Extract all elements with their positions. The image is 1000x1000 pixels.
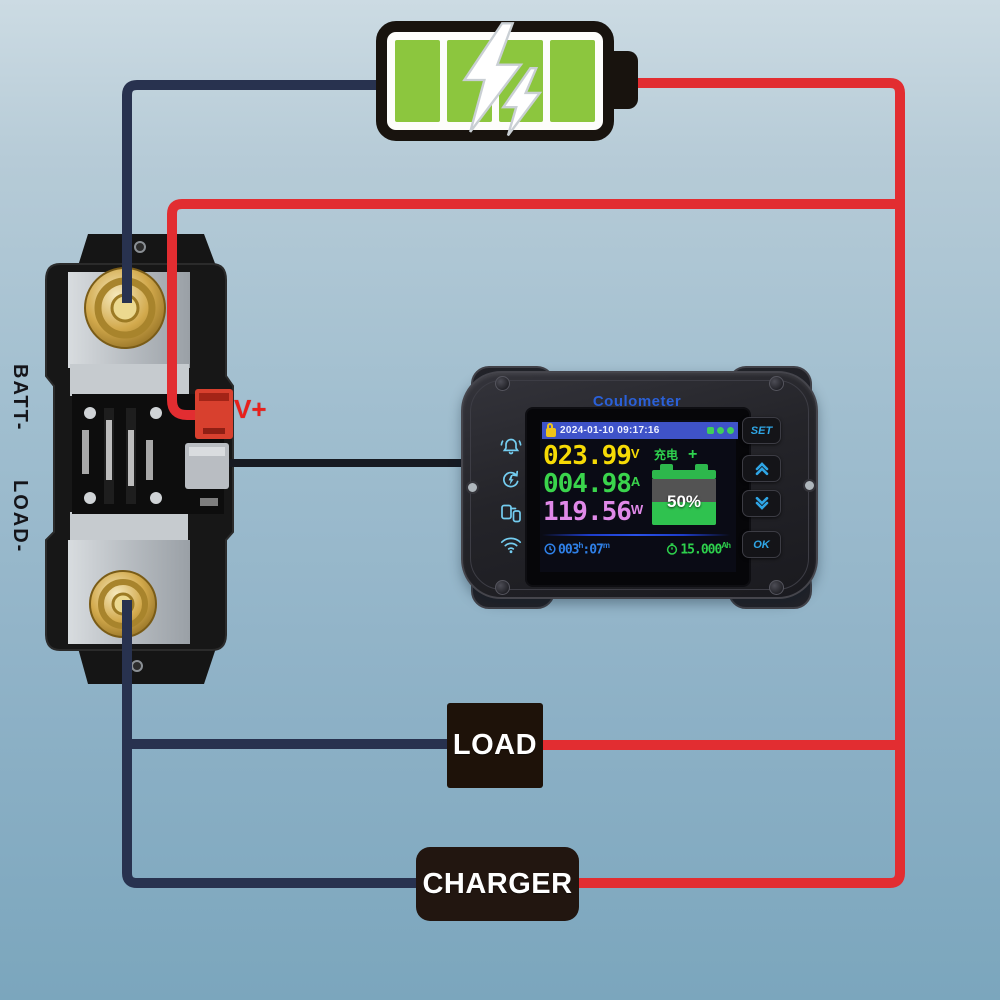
voltage-reading: 023.99V <box>543 441 640 469</box>
power-unit: W <box>630 502 644 517</box>
lock-icon <box>546 422 556 437</box>
voltage-value: 023.99 <box>543 441 632 471</box>
charge-plus-sign: + <box>688 446 698 463</box>
runtime-readout: 003h:07m <box>544 541 610 557</box>
current-reading: 004.98A <box>543 469 640 497</box>
lcd-panel: 2024-01-10 09:17:16 023.99V 004.98A 119.… <box>540 420 738 572</box>
battery-segment <box>395 40 440 122</box>
screw-icon <box>495 580 510 595</box>
down-icon <box>755 496 768 510</box>
status-icon <box>727 427 734 434</box>
current-unit: A <box>630 474 641 489</box>
battery-terminal-nub <box>610 51 638 109</box>
v-plus-label: V+ <box>234 394 267 424</box>
mount-hole-top <box>134 241 146 253</box>
battery-segment <box>550 40 595 122</box>
soc-fill <box>652 502 716 525</box>
charging-battery-icon <box>376 21 638 141</box>
lcd-screen: 2024-01-10 09:17:16 023.99V 004.98A 119.… <box>525 407 751 587</box>
charge-state: 充电 + <box>654 446 697 464</box>
clock-icon <box>544 543 556 555</box>
status-icon <box>707 427 714 434</box>
double-lightning-icon <box>462 22 543 137</box>
positive-sense-wire-vplus <box>167 199 900 420</box>
wifi-icon <box>500 537 522 554</box>
charge-cycle-icon <box>503 470 519 488</box>
load-minus-label: LOAD- <box>9 480 31 554</box>
device-link-icon <box>501 504 521 523</box>
load-label: LOAD <box>452 729 538 761</box>
status-icon <box>717 427 724 434</box>
set-button[interactable]: SET <box>742 417 781 444</box>
ok-button[interactable]: OK <box>742 531 781 558</box>
lcd-header-bar: 2024-01-10 09:17:16 <box>542 422 738 439</box>
mount-hole-bottom <box>131 660 143 672</box>
power-reading: 119.56W <box>543 497 643 525</box>
capacity-readout: 15.000Ah <box>666 541 731 557</box>
charger-label: CHARGER <box>422 867 573 900</box>
lcd-divider <box>542 534 730 536</box>
side-hole <box>803 479 816 492</box>
charger-box: CHARGER <box>416 847 579 921</box>
up-icon <box>755 462 768 476</box>
negative-wire-battery-to-shunt <box>122 80 384 303</box>
datetime-text: 2024-01-10 09:17:16 <box>560 425 660 436</box>
load-box: LOAD <box>447 703 543 788</box>
current-value: 004.98 <box>543 469 632 499</box>
alarm-icon <box>500 438 522 455</box>
screw-icon <box>769 376 784 391</box>
sense-connector <box>185 443 229 489</box>
screw-icon <box>495 376 510 391</box>
screw-icon <box>769 580 784 595</box>
positive-wire-battery-to-charger <box>575 78 905 888</box>
batt-minus-label: BATT- <box>9 364 31 432</box>
soc-percent: 50% <box>666 492 702 511</box>
voltage-unit: V <box>630 446 640 461</box>
device-title: Coulometer <box>592 393 682 410</box>
up-button[interactable] <box>742 455 781 482</box>
side-hole <box>466 481 479 494</box>
power-value: 119.56 <box>543 497 632 527</box>
vplus-connector <box>195 389 233 439</box>
soc-battery-icon: 50% <box>652 464 716 525</box>
charge-state-label: 充电 <box>654 448 679 462</box>
coulometer-device: Coulometer SET OK <box>461 366 818 609</box>
negative-wire-shunt-to-charger <box>122 600 420 888</box>
status-icons <box>707 427 734 434</box>
wires <box>122 78 905 888</box>
stopwatch-icon <box>667 543 678 555</box>
down-button[interactable] <box>742 490 781 517</box>
